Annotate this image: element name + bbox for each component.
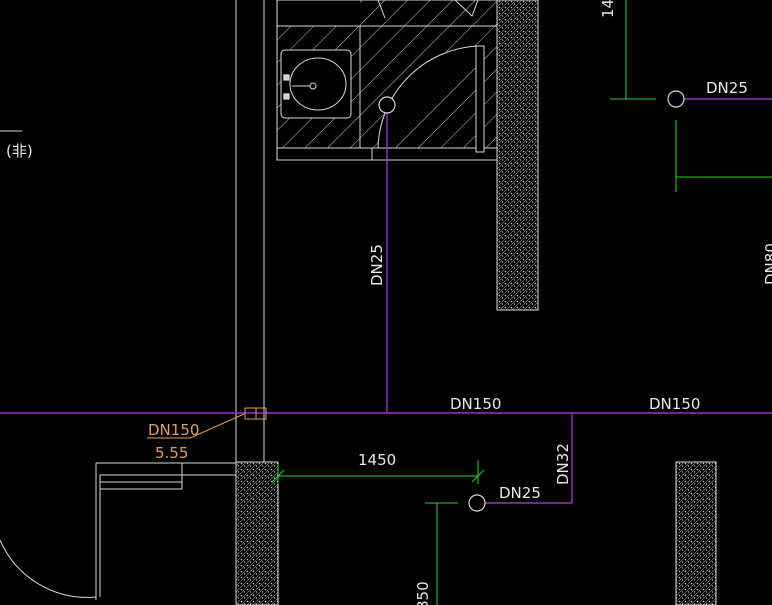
washbasin-fixture: ⊠ ⊠ (280, 49, 352, 119)
riser-circle-top-right[interactable] (667, 90, 685, 108)
label-dn150-mid: DN150 (450, 395, 501, 413)
drawing-labels: 14 DN25 DN80 (非) DN25 DN150 DN150 DN150 … (6, 0, 772, 605)
riser-circle-bottom[interactable] (468, 494, 486, 512)
label-elevation-callout: 5.55 (155, 444, 188, 462)
drain-pipes[interactable] (0, 98, 772, 504)
label-dn150-callout: DN150 (148, 421, 199, 439)
label-partial-dim-top: 14 (599, 0, 617, 18)
concrete-wall-lower-right (675, 461, 717, 605)
label-room-mark: (非) (6, 142, 33, 160)
callout-leader (147, 407, 267, 439)
label-dn25-vertical: DN25 (368, 244, 386, 286)
concrete-wall-upper (496, 0, 539, 311)
concrete-wall-lower-left (235, 461, 279, 605)
svg-text:⊠: ⊠ (283, 92, 290, 101)
riser-circle-bathroom[interactable] (378, 96, 396, 114)
label-dn150-right: DN150 (649, 395, 700, 413)
label-partial-dn-right: DN80 (762, 243, 772, 285)
shower-door-swing (377, 0, 485, 153)
dimension-lines (271, 0, 772, 605)
label-dim-1450: 1450 (358, 451, 396, 469)
pipe-risers[interactable] (378, 90, 685, 512)
label-dn32-vertical: DN32 (554, 443, 572, 485)
label-dn25-bottom: DN25 (499, 484, 541, 502)
label-partial-dim-bottom: 850 (414, 581, 432, 605)
svg-text:⊠: ⊠ (283, 73, 290, 82)
label-dn25-top-right: DN25 (706, 79, 748, 97)
